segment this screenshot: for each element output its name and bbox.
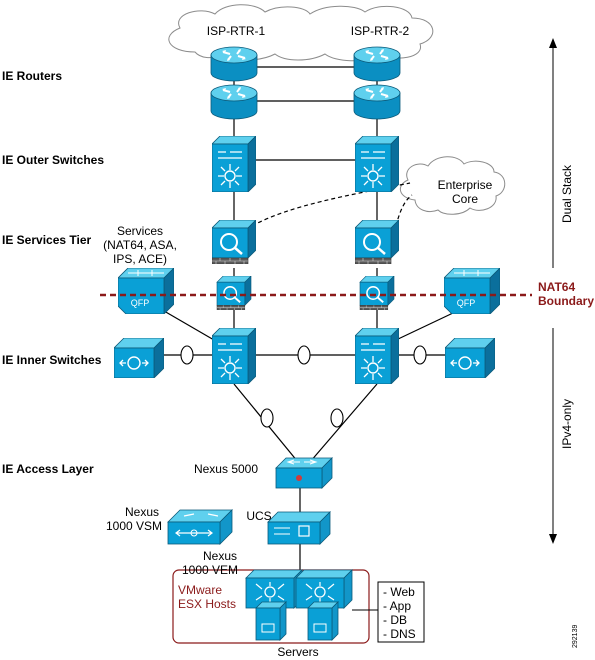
app-db: - DB — [383, 613, 407, 627]
services-note-1: Services — [117, 224, 163, 238]
inner-access-switch-left-icon[interactable] — [114, 338, 164, 378]
boundary-label: Boundary — [538, 294, 594, 308]
services-note-2: (NAT64, ASA, — [103, 238, 177, 252]
nexus-5000-icon[interactable] — [275, 457, 333, 489]
outer-switch-1-icon[interactable] — [212, 136, 256, 192]
ie-router-1-icon[interactable] — [210, 84, 258, 120]
qfp-right-label: QFP — [457, 298, 476, 308]
links — [151, 60, 473, 572]
esx-hosts-label: ESX Hosts — [178, 597, 236, 611]
vmware-label: VMware — [178, 583, 222, 597]
nexus-1000vem-label-2: 1000 VEM — [182, 563, 238, 577]
nexus-1000vem-label-1: Nexus — [203, 549, 237, 563]
nexus-1000vsm-icon[interactable] — [167, 509, 233, 545]
figure-id: 292139 — [572, 625, 579, 648]
ipv4-only-label: IPv4-only — [560, 399, 574, 449]
dual-stack-arrow — [549, 38, 557, 268]
services-firewall-1-icon[interactable] — [212, 220, 256, 264]
apps-box — [377, 581, 425, 643]
nexus-1000vsm-label-2: 1000 VSM — [106, 519, 162, 533]
enterprise-label: Enterprise — [438, 178, 493, 192]
tier-outer-label: IE Outer Switches — [2, 153, 104, 167]
isp-rtr-2-label: ISP-RTR-2 — [351, 24, 410, 38]
server-1-icon[interactable] — [255, 601, 287, 641]
nexus-1000vsm-label-1: Nexus — [125, 505, 159, 519]
ie-router-2-icon[interactable] — [353, 84, 401, 120]
enterprise-core-cloud — [399, 156, 506, 215]
nexus-5000-label: Nexus 5000 — [194, 462, 258, 476]
nat64-firewall-2-icon[interactable] — [358, 276, 396, 310]
core-label: Core — [452, 192, 478, 206]
tier-access-label: IE Access Layer — [2, 462, 94, 476]
services-note-3: IPS, ACE) — [113, 252, 167, 266]
nat64-firewall-1-icon[interactable] — [215, 276, 253, 310]
ipv4-only-arrow — [549, 328, 557, 544]
port-channel-markers — [180, 345, 427, 428]
app-app: - App — [383, 599, 411, 613]
outer-switch-2-icon[interactable] — [355, 136, 399, 192]
services-firewall-2-icon[interactable] — [355, 220, 399, 264]
tier-routers-label: IE Routers — [2, 69, 62, 83]
inner-access-switch-right-icon[interactable] — [445, 338, 495, 378]
isp-rtr-1-router-icon[interactable] — [210, 46, 258, 82]
tier-inner-label: IE Inner Switches — [2, 353, 102, 367]
isp-rtr-2-router-icon[interactable] — [353, 46, 401, 82]
inner-switch-2-icon[interactable] — [355, 328, 399, 384]
servers-label: Servers — [277, 645, 318, 659]
server-2-icon[interactable] — [307, 601, 339, 641]
isp-rtr-1-label: ISP-RTR-1 — [207, 24, 266, 38]
app-web: - Web — [383, 585, 415, 599]
nat64-label: NAT64 — [538, 280, 575, 294]
inner-switch-1-icon[interactable] — [212, 328, 256, 384]
app-dns: - DNS — [383, 627, 416, 641]
ucs-icon[interactable] — [267, 511, 331, 545]
qfp-left-label: QFP — [131, 298, 150, 308]
tier-services-label: IE Services Tier — [2, 233, 92, 247]
ucs-label: UCS — [246, 509, 271, 523]
dual-stack-label: Dual Stack — [560, 164, 574, 223]
